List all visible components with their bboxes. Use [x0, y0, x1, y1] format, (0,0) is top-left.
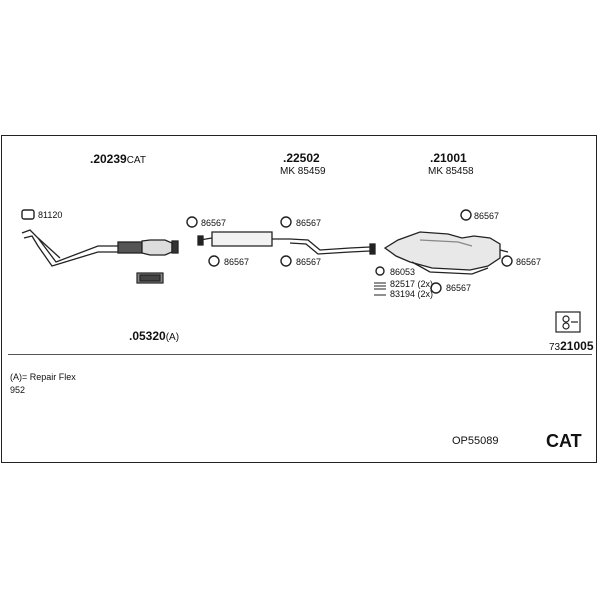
fitting-label: 81120: [38, 210, 63, 220]
fitting-label: 86567: [224, 257, 250, 267]
code-note: 952: [10, 385, 26, 395]
part-number-catalyst: .20239CAT: [90, 152, 146, 166]
rear-silencer: [383, 231, 509, 275]
fitting-label: 82517 (2x): [390, 279, 434, 289]
model-number: OP55089: [452, 435, 499, 447]
fitting-label: 86567: [446, 283, 472, 293]
part-number-centre-silencer: .22502: [283, 151, 320, 165]
repair-flex-pipe: [136, 272, 164, 284]
system-type-label: CAT: [546, 431, 582, 451]
part-number-kit: 7321005: [549, 339, 594, 353]
fitting-label: 86567: [201, 218, 227, 228]
fitting-label: 83194 (2x): [390, 289, 434, 299]
part-number-flex: .05320(A): [129, 329, 180, 343]
mounting-kit-centre: MK 85459: [280, 166, 326, 177]
fitting-label: 86053: [390, 267, 416, 277]
centre-silencer: [197, 231, 290, 247]
notes-divider: [8, 354, 592, 355]
fitting-label: 86567: [474, 211, 500, 221]
repair-flex-note: (A)= Repair Flex: [10, 372, 76, 382]
front-pipe-with-catalyst: [21, 229, 179, 267]
mounting-kit-rear: MK 85458: [428, 166, 474, 177]
fitting-icons: [21, 209, 513, 296]
intermediate-pipe: [289, 238, 376, 255]
fitting-label: 86567: [516, 257, 542, 267]
diagram-frame: [1, 135, 597, 463]
mounting-kit-icon: [555, 311, 581, 333]
fitting-label: 86567: [296, 218, 322, 228]
fitting-label: 86567: [296, 257, 322, 267]
part-number-rear-silencer: .21001: [430, 151, 467, 165]
